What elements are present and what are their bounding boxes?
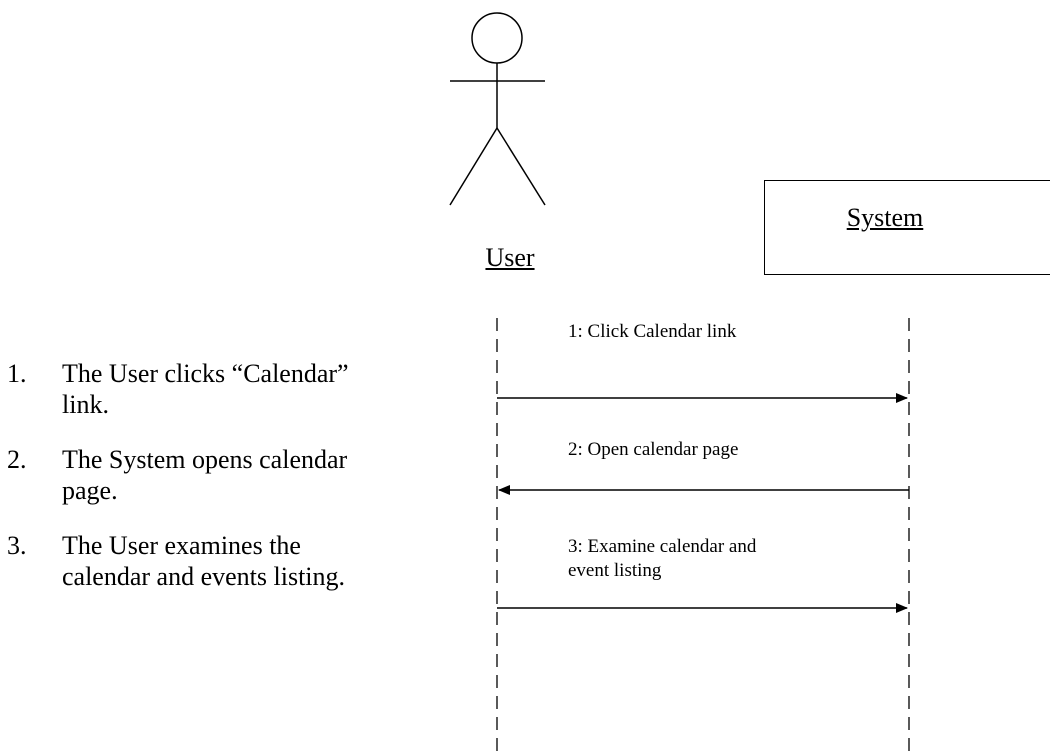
step-text-line2: page. bbox=[62, 476, 118, 505]
step-text-line2: link. bbox=[62, 390, 109, 419]
message-label-1: 1: Click Calendar link bbox=[568, 321, 737, 342]
list-item: 3. The User examines the calendar and ev… bbox=[7, 530, 349, 592]
message-label-2: 2: Open calendar page bbox=[568, 439, 739, 460]
message-label-3-line2: event listing bbox=[568, 560, 662, 581]
list-item: 2. The System opens calendar page. bbox=[7, 444, 349, 506]
step-number: 2. bbox=[7, 445, 27, 474]
actor-left-leg bbox=[449, 127, 498, 206]
step-text-line1: The System opens calendar bbox=[62, 445, 348, 474]
message-label-3-line1: 3: Examine calendar and bbox=[568, 536, 757, 557]
user-actor-label: User bbox=[485, 243, 535, 272]
step-text-line1: The User examines the bbox=[62, 531, 301, 560]
system-object-label: System bbox=[846, 203, 924, 232]
step-text-line1: The User clicks “Calendar” bbox=[62, 359, 349, 388]
step-text-line2: calendar and events listing. bbox=[62, 562, 346, 591]
step-number: 3. bbox=[7, 531, 27, 560]
step-number: 1. bbox=[7, 359, 27, 388]
step-list: 1. The User clicks “Calendar” link. 2. T… bbox=[7, 358, 349, 616]
list-item: 1. The User clicks “Calendar” link. bbox=[7, 358, 349, 420]
message-label-3: 3: Examine calendar and event listing bbox=[568, 535, 756, 583]
actor-right-leg bbox=[496, 127, 546, 206]
user-actor-icon bbox=[449, 12, 546, 206]
system-object-box: System bbox=[764, 180, 1050, 275]
actor-head bbox=[471, 12, 523, 64]
